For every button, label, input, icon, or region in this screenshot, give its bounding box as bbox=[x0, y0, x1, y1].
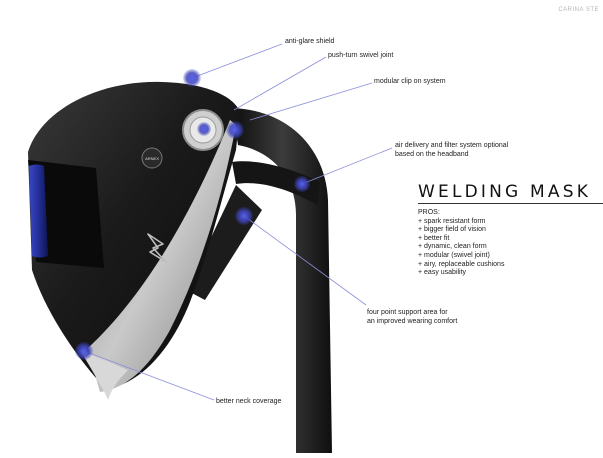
callout-dot-support bbox=[235, 207, 253, 225]
callout-support-area: four point support area for an improved … bbox=[367, 309, 458, 325]
brand-badge-text: ARNEX bbox=[145, 156, 159, 161]
pros-item: + modular (swivel joint) bbox=[418, 251, 490, 259]
side-panel bbox=[88, 120, 236, 392]
pros-item: + bigger field of vision bbox=[418, 226, 486, 234]
lightning-logo bbox=[147, 233, 167, 263]
pros-item: + airy, replaceable cushions bbox=[418, 260, 505, 268]
mask-shell bbox=[28, 81, 240, 386]
leader-lines bbox=[83, 43, 393, 401]
pros-item: + easy usability bbox=[418, 269, 467, 277]
page-title: WELDING MASK bbox=[418, 182, 592, 202]
pros-item: + dynamic, clean form bbox=[418, 243, 487, 251]
pros-item: + spark resistant form bbox=[418, 217, 486, 225]
callout-anti-glare: anti-glare shield bbox=[285, 38, 335, 45]
callout-dot-air bbox=[294, 176, 310, 192]
pros-item: + better fit bbox=[418, 234, 450, 242]
callout-modular-clip: modular clip on system bbox=[374, 78, 446, 85]
callout-air-delivery: air delivery and filter system optional … bbox=[395, 142, 509, 158]
callout-neck-coverage: better neck coverage bbox=[216, 398, 282, 405]
neck-lip bbox=[80, 350, 128, 400]
headband bbox=[232, 161, 320, 205]
pros-list: PROS: + spark resistant form + bigger fi… bbox=[418, 209, 504, 278]
brand-badge bbox=[141, 147, 163, 169]
callout-dot-anti-glare bbox=[183, 69, 201, 87]
callout-dot-neck bbox=[75, 342, 93, 360]
pros-heading: PROS: bbox=[418, 209, 440, 216]
callout-swivel-joint: push-turn swivel joint bbox=[328, 52, 394, 59]
author-name: CARINA STE bbox=[558, 7, 599, 13]
title-divider bbox=[418, 203, 603, 204]
visor-glass bbox=[29, 164, 48, 258]
callout-dot-swivel bbox=[197, 122, 211, 136]
callout-dot-clip bbox=[226, 121, 244, 139]
